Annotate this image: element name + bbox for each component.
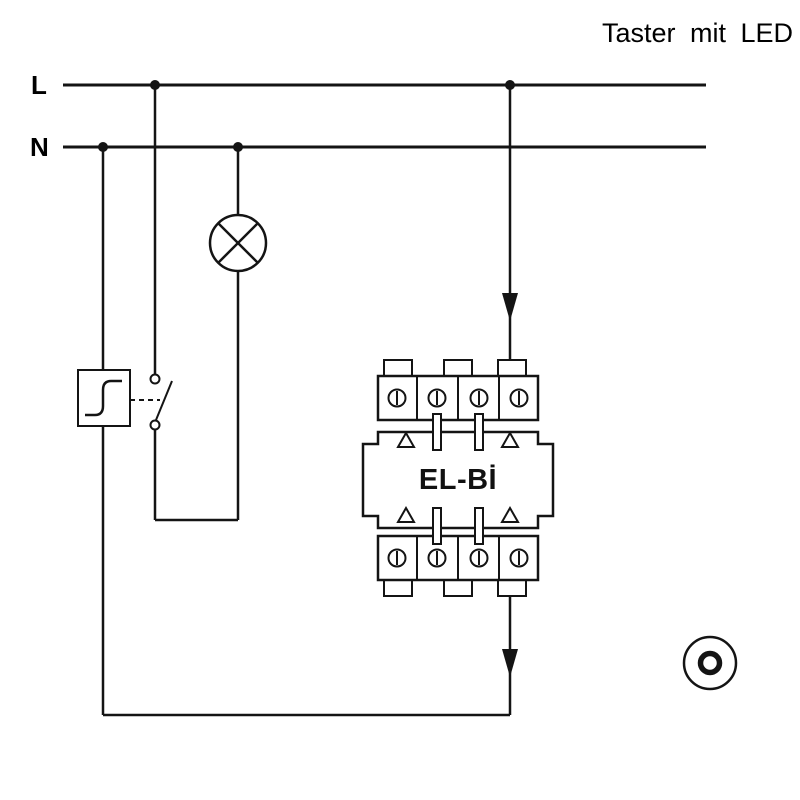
junctions bbox=[98, 80, 515, 152]
indicator-ring bbox=[682, 635, 738, 691]
device-brand-label: EL-Bİ bbox=[419, 464, 497, 496]
terminal-screws-top bbox=[387, 388, 529, 408]
contact-terminal bbox=[149, 419, 161, 431]
contact-terminal bbox=[149, 373, 161, 385]
mounting-tab bbox=[443, 359, 473, 377]
power-bus: L N bbox=[30, 70, 706, 162]
junction-dot bbox=[505, 80, 515, 90]
concentric-ring-inner bbox=[697, 650, 723, 676]
terminal-screws-bottom bbox=[387, 548, 529, 568]
junction-dot bbox=[233, 142, 243, 152]
downward-flow-arrow-icon bbox=[502, 649, 518, 677]
plunger-pin bbox=[474, 507, 484, 545]
wires bbox=[101, 85, 512, 717]
plunger-pin bbox=[432, 413, 442, 451]
contact-lever bbox=[155, 380, 173, 421]
up-arrow-icon bbox=[396, 430, 416, 448]
downward-flow-arrow-icon bbox=[502, 293, 518, 321]
up-arrow-icon bbox=[396, 505, 416, 523]
up-arrow-icon bbox=[500, 430, 520, 448]
mounting-tab bbox=[383, 579, 413, 597]
mounting-tab bbox=[497, 579, 527, 597]
pushbutton-switch bbox=[77, 369, 173, 431]
line-l-label: L bbox=[31, 70, 47, 100]
concentric-ring-icon bbox=[682, 635, 738, 691]
device-body bbox=[361, 430, 555, 530]
diagram-title: Taster mit LED bbox=[602, 18, 793, 48]
switch-mechanism: EL-Bİ bbox=[361, 359, 555, 597]
plunger-pin bbox=[432, 507, 442, 545]
lamp bbox=[208, 213, 268, 273]
line-n-label: N bbox=[30, 132, 49, 162]
mounting-tab bbox=[383, 359, 413, 377]
junction-dot bbox=[98, 142, 108, 152]
lamp-cross-stroke bbox=[217, 222, 259, 264]
up-arrow-icon bbox=[500, 505, 520, 523]
actuator-curve bbox=[85, 379, 122, 417]
mounting-tab bbox=[497, 359, 527, 377]
plunger-pin bbox=[474, 413, 484, 451]
flow-arrows bbox=[502, 293, 518, 677]
junction-dot bbox=[150, 80, 160, 90]
mounting-tab bbox=[443, 579, 473, 597]
